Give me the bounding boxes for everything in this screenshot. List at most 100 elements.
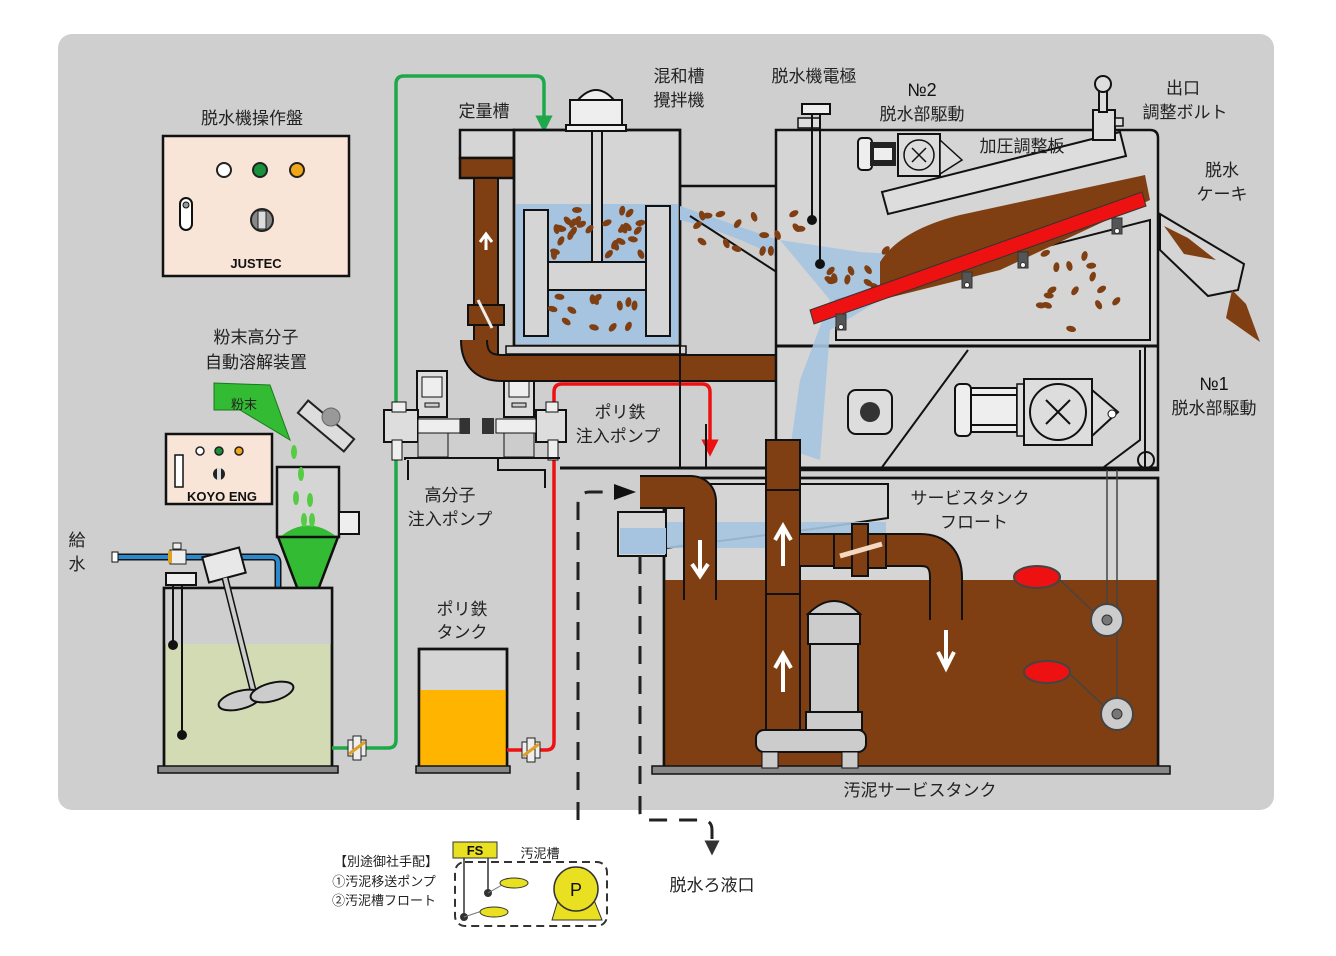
flow-arrow-icon (614, 484, 636, 500)
floc-particle (602, 219, 612, 227)
water-supply: 給 水 (69, 531, 318, 602)
sludge-tank-float-label: ②汚泥槽フロート (332, 894, 436, 909)
floc-particle (864, 265, 872, 275)
separate-supply-label: 【別途御社手配】 (334, 854, 438, 870)
floc-particle (616, 237, 626, 245)
floc-particle (569, 218, 577, 228)
drive-motor-no1-icon (954, 378, 1120, 446)
floc-particle (1112, 297, 1121, 306)
outlet-bolt-knob-icon (1094, 75, 1112, 93)
control-panel-brand: JUSTEC (230, 256, 282, 271)
outlet-bolt-label-1: 出口 (1166, 79, 1200, 99)
float-lower-icon (1023, 660, 1071, 684)
floc-particle (592, 294, 602, 302)
floc-particle (608, 323, 617, 332)
service-tank-float-label-2: フロート (940, 513, 1008, 533)
screen-rail (809, 191, 1147, 325)
floc-particle (1071, 286, 1079, 296)
dewatering-machine: 加圧調整板 №2 脱水部駆動 脱水機電極 出口 調整ボルト 脱水 (693, 67, 1260, 472)
pressure-plate (880, 130, 1128, 216)
float-upper-icon (1013, 565, 1061, 589)
submersible-pump (755, 600, 867, 769)
polymer-pump-label-2: 注入ポンプ (408, 510, 493, 530)
ferric-valve-icon (521, 737, 541, 763)
mixing-tank-label-1: 混和槽 (654, 67, 705, 87)
water-supply-label-1: 給 (69, 531, 86, 551)
floc-particle (844, 274, 851, 285)
dissolver-brand: KOYO ENG (187, 489, 257, 504)
floc-particle (625, 208, 634, 218)
cake-label-1: 脱水 (1205, 161, 1239, 181)
floc-particle (561, 317, 571, 326)
polymer-solution-tank (157, 546, 339, 774)
lamp-green-icon (252, 162, 268, 178)
floc-particle (693, 221, 702, 230)
floc-particle (1040, 249, 1050, 257)
floc-particle (1095, 300, 1103, 310)
cake-label-2: ケーキ (1197, 185, 1248, 205)
floc-particle (633, 226, 642, 235)
floc-particle (554, 224, 565, 231)
floc-particle (563, 216, 572, 226)
floc-particle (774, 230, 781, 240)
floc-particle (585, 224, 594, 234)
floc-particle (715, 210, 726, 218)
lamp-white-icon (216, 162, 232, 178)
powder-bag-icon (213, 382, 291, 442)
transfer-pump-icon (553, 866, 599, 912)
floc-particle (759, 232, 770, 239)
floc-particle (731, 245, 742, 252)
floc-particle (847, 266, 855, 276)
floc-particle (612, 241, 620, 251)
floc-particle (617, 224, 627, 233)
floc-particle (550, 249, 557, 260)
ferric-pump-label-2: 注入ポンプ (576, 427, 661, 447)
floc-particle (698, 210, 706, 221)
cake-piece-icon (1164, 226, 1216, 260)
cake-piece-icon (1226, 290, 1260, 342)
ferric-tank-label-1: ポリ鉄 (437, 600, 488, 620)
sludge-service-tank: 汚泥サービスタンク サービスタンク フロート (651, 470, 1171, 801)
service-tank-float-label-1: サービスタンク (911, 489, 1030, 509)
floc-particle (863, 278, 873, 287)
floc-particle (1086, 262, 1097, 269)
floc-particle (569, 226, 577, 236)
drive-no1-label: 脱水部駆動 (1172, 399, 1257, 419)
floc-particle (830, 273, 837, 284)
floc-particle (733, 219, 742, 228)
floc-particle (881, 246, 890, 255)
water-valve-icon (169, 549, 187, 565)
floc-particle (604, 250, 613, 259)
floc-particle (795, 225, 806, 232)
metering-tank-label: 定量槽 (459, 102, 510, 122)
floc-particle (547, 305, 558, 313)
outlet-bolt-label-2: 調整ボルト (1143, 103, 1228, 123)
floc-particle (635, 219, 646, 226)
floc-particle (1081, 251, 1088, 261)
floc-particle (567, 306, 577, 314)
floc-particle (1047, 286, 1057, 294)
ferric-tank-label-2: タンク (437, 623, 488, 643)
powder-label: 粉末 (231, 398, 257, 413)
floc-particle (1053, 262, 1060, 273)
pump-p-label: P (570, 880, 582, 900)
sludge-transfer-pump-label: ①汚泥移送ポンプ (332, 875, 436, 890)
floc-particle (637, 249, 645, 259)
filtrate-outlet-label: 脱水ろ液口 (670, 876, 755, 896)
electrode-label: 脱水機電極 (772, 67, 857, 87)
floc-particle (625, 297, 632, 308)
sludge-tank-label: 汚泥槽 (520, 847, 559, 862)
float-switch-box (452, 841, 498, 859)
floc-particle (722, 238, 730, 249)
floc-particle (572, 207, 582, 213)
floc-particle (557, 236, 565, 246)
control-panel: 脱水機操作盤 JUSTEC (161, 109, 351, 278)
floc-particle (1066, 325, 1077, 333)
floc-particle (589, 324, 599, 331)
drive-no1-number: №1 (1199, 374, 1228, 394)
sludge-service-tank-label: 汚泥サービスタンク (844, 781, 997, 801)
drive-no2-number: №2 (907, 80, 936, 100)
floc-particle (576, 220, 587, 228)
mixing-tank-label-2: 攪拌機 (654, 91, 705, 111)
floc-particle (1089, 271, 1096, 282)
